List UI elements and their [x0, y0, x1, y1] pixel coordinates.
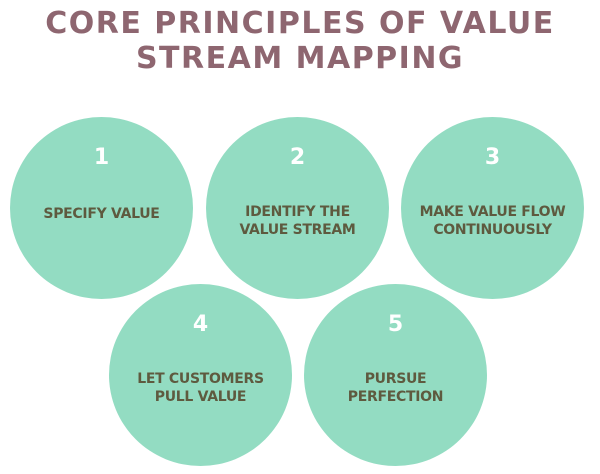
title-line-2: STREAM MAPPING	[135, 41, 465, 76]
principle-label-line: SPECIFY VALUE	[43, 206, 160, 222]
principle-label: MAKE VALUE FLOW CONTINUOUSLY	[401, 203, 584, 239]
principle-label: LET CUSTOMERS PULL VALUE	[109, 370, 292, 406]
principle-circle-3: 3 MAKE VALUE FLOW CONTINUOUSLY	[401, 117, 584, 299]
page-title: CORE PRINCIPLES OF VALUE STREAM MAPPING	[0, 6, 600, 76]
principle-label-line: IDENTIFY THE	[245, 204, 350, 220]
principle-circle-4: 4 LET CUSTOMERS PULL VALUE	[109, 284, 292, 466]
principle-number: 3	[484, 145, 501, 170]
principle-label: SPECIFY VALUE	[10, 205, 193, 223]
principle-label-line: VALUE STREAM	[239, 222, 356, 238]
principle-label-line: CONTINUOUSLY	[433, 222, 552, 238]
principle-circle-5: 5 PURSUE PERFECTION	[304, 284, 487, 466]
title-line-1: CORE PRINCIPLES OF VALUE	[45, 6, 555, 41]
principle-circle-2: 2 IDENTIFY THE VALUE STREAM	[206, 117, 389, 299]
principle-number: 4	[192, 312, 209, 337]
principle-number: 5	[387, 312, 404, 337]
principle-label: PURSUE PERFECTION	[304, 370, 487, 406]
principle-label-line: MAKE VALUE FLOW	[419, 204, 566, 220]
principle-label-line: PURSUE	[364, 371, 427, 387]
principle-number: 2	[289, 145, 306, 170]
principle-label-line: PULL VALUE	[154, 389, 247, 405]
principle-number: 1	[93, 145, 110, 170]
principle-circle-1: 1 SPECIFY VALUE	[10, 117, 193, 299]
principle-label: IDENTIFY THE VALUE STREAM	[206, 203, 389, 239]
principle-label-line: LET CUSTOMERS	[137, 371, 264, 387]
principle-label-line: PERFECTION	[347, 389, 444, 405]
